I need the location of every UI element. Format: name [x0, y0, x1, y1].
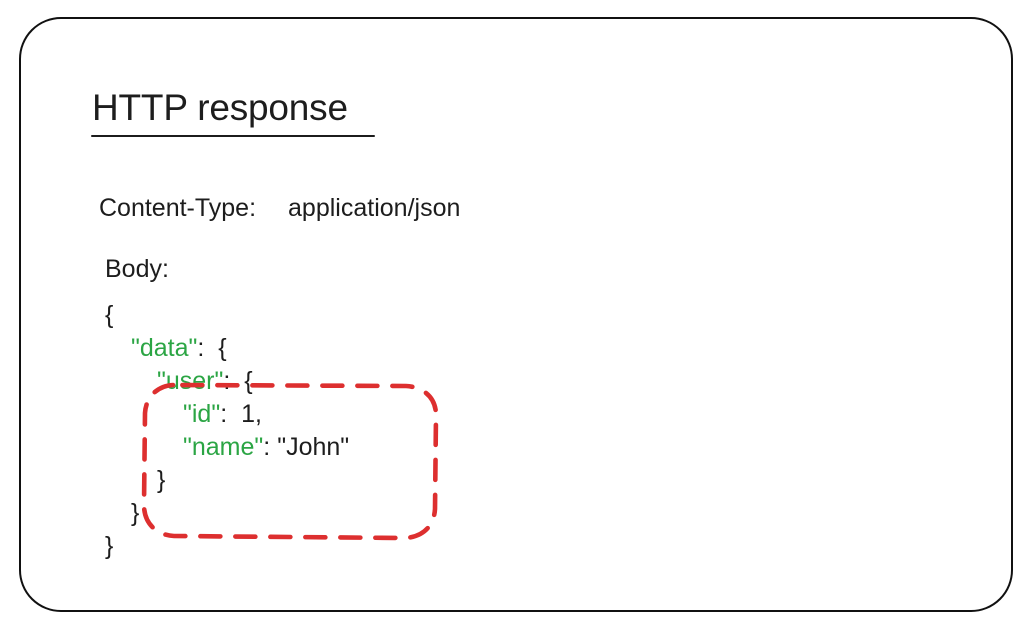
page-title: HTTP response — [92, 87, 348, 128]
json-token-punct: : — [220, 400, 242, 428]
json-token-punct: } — [157, 466, 166, 494]
json-line: "user": { — [105, 365, 349, 398]
json-line: "data": { — [105, 332, 349, 365]
json-token-key: "id" — [183, 400, 221, 428]
content-type-row: Content-Type: application/json — [99, 196, 460, 221]
json-line: } — [105, 464, 349, 497]
json-token-key: "data" — [131, 334, 198, 362]
json-line: } — [105, 530, 349, 563]
slide-card-frame: HTTP response Content-Type: application/j… — [19, 17, 1013, 612]
json-token-punct: } — [131, 499, 140, 527]
content-type-label: Content-Type: — [99, 194, 257, 222]
json-token-key: "user" — [157, 367, 224, 395]
json-token-str: "John" — [277, 433, 350, 461]
json-line: "id": 1, — [105, 398, 349, 431]
json-token-punct: : — [263, 433, 278, 461]
json-line: } — [105, 497, 349, 530]
title-underline — [91, 135, 375, 137]
json-token-punct: { — [105, 301, 114, 329]
json-token-punct: } — [105, 532, 114, 560]
json-line: "name": "John" — [105, 431, 349, 464]
content-type-value: application/json — [288, 194, 461, 222]
json-body: {"data": {"user": {"id": 1,"name": "John… — [105, 299, 349, 563]
json-token-punct: : { — [223, 367, 253, 395]
body-label: Body: — [105, 255, 169, 283]
json-token-punct: , — [254, 400, 262, 428]
json-token-punct: : { — [197, 334, 227, 362]
json-token-num: 1 — [241, 400, 255, 428]
json-line: { — [105, 299, 349, 332]
json-token-key: "name" — [183, 433, 264, 461]
